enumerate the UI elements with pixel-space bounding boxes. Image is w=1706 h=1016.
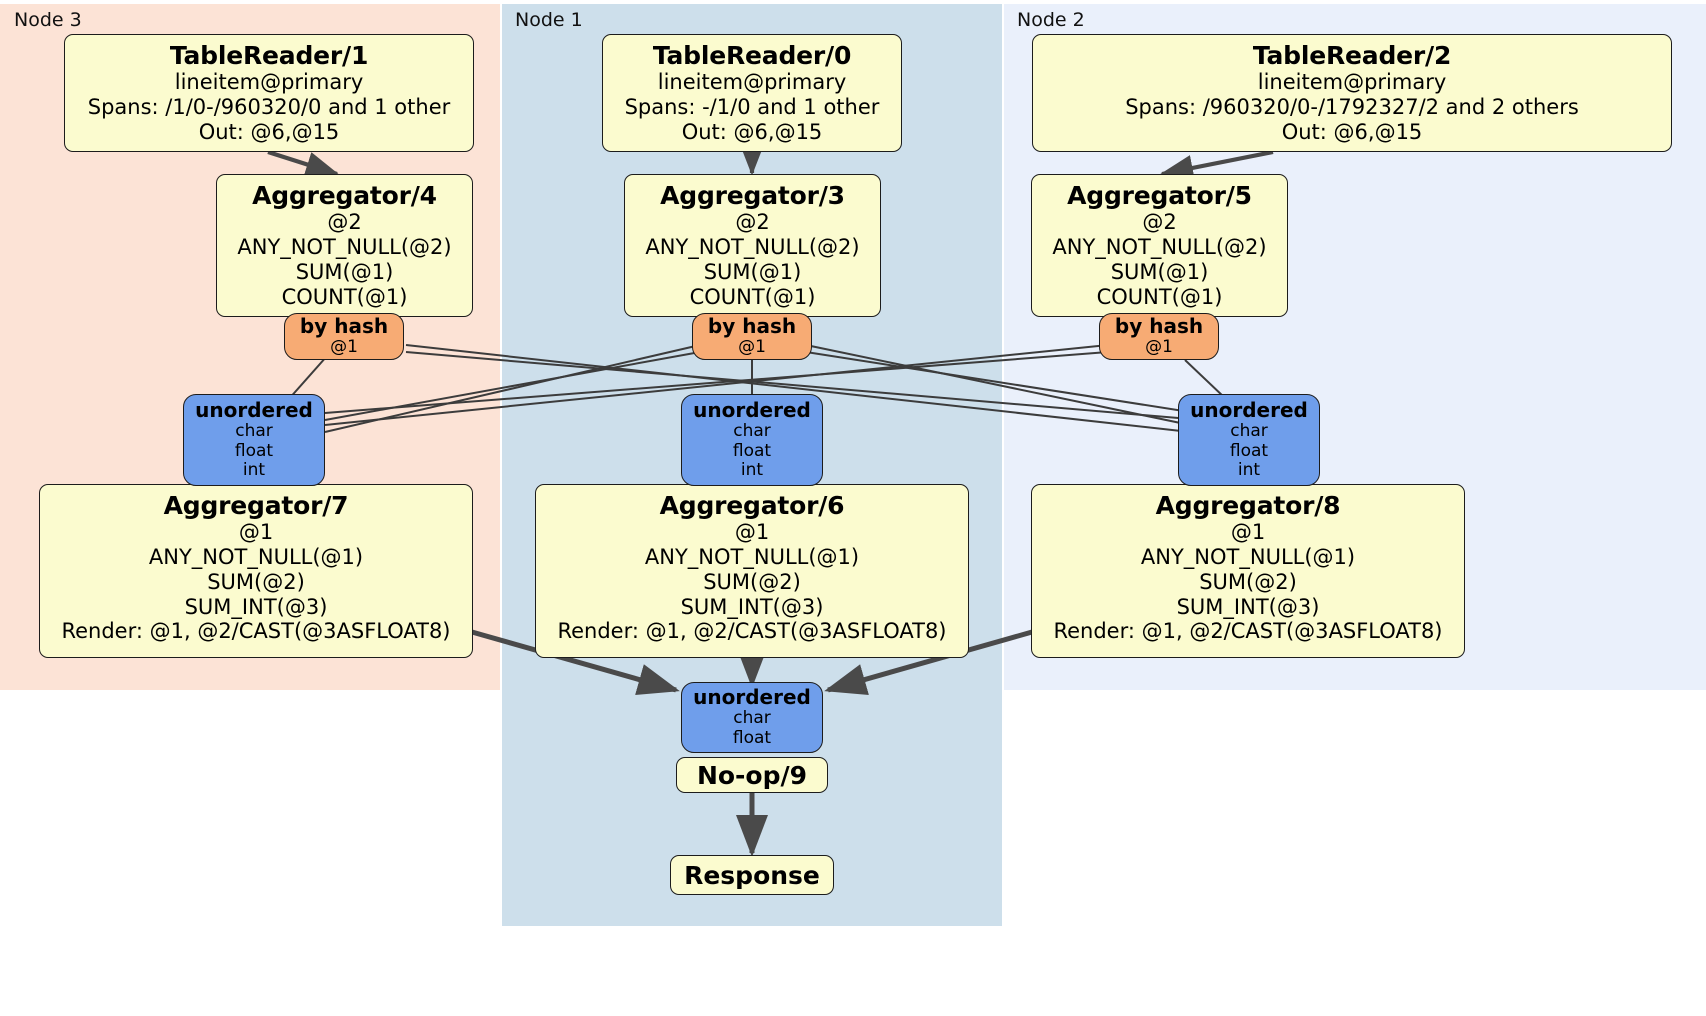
router-unordered-center[interactable]: unordered char float int [681,394,823,486]
processor-line: SUM(@2) [703,569,801,594]
processor-title: TableReader/2 [1252,41,1452,70]
router-line: float [234,440,274,461]
router-line: @1 [738,337,766,358]
processor-line: Render: @1, @2/CAST(@3ASFLOAT8) [1053,619,1443,644]
processor-tablereader-1[interactable]: TableReader/1 lineitem@primary Spans: /1… [64,34,474,152]
processor-line: COUNT(@1) [689,284,816,309]
processor-line: Out: @6,@15 [681,119,823,144]
router-line: int [242,460,266,481]
router-title: unordered [1190,397,1308,422]
router-line: char [235,420,273,441]
processor-line: @2 [1142,210,1177,235]
processor-aggregator-5[interactable]: Aggregator/5 @2 ANY_NOT_NULL(@2) SUM(@1)… [1031,174,1288,317]
processor-line: SUM(@2) [1199,569,1297,594]
processor-title: Aggregator/6 [659,491,845,520]
router-line: char [733,708,771,729]
processor-line: SUM(@1) [295,259,394,284]
processor-line: SUM(@1) [703,259,802,284]
cluster-label-node-3: Node 3 [14,9,82,31]
processor-line: Render: @1, @2/CAST(@3ASFLOAT8) [557,619,947,644]
processor-line: Out: @6,@15 [1281,119,1423,144]
router-line: char [733,420,771,441]
router-title: by hash [299,314,389,339]
cluster-label-node-1: Node 1 [515,9,583,31]
router-by-hash-center[interactable]: by hash @1 [692,313,812,360]
processor-line: Render: @1, @2/CAST(@3ASFLOAT8) [61,619,451,644]
processor-line: Spans: -/1/0 and 1 other [624,95,880,120]
processor-title: Response [684,860,820,890]
processor-line: COUNT(@1) [1096,284,1223,309]
processor-tablereader-0[interactable]: TableReader/0 lineitem@primary Spans: -/… [602,34,902,152]
processor-aggregator-7[interactable]: Aggregator/7 @1 ANY_NOT_NULL(@1) SUM(@2)… [39,484,473,658]
processor-tablereader-2[interactable]: TableReader/2 lineitem@primary Spans: /9… [1032,34,1672,152]
processor-line: Spans: /1/0-/960320/0 and 1 other [87,95,451,120]
processor-line: SUM_INT(@3) [1176,594,1320,619]
router-unordered-final[interactable]: unordered char float [681,682,823,753]
processor-line: SUM_INT(@3) [680,594,824,619]
router-line: @1 [1145,337,1173,358]
router-unordered-left[interactable]: unordered char float int [183,394,325,486]
processor-title: TableReader/1 [169,41,369,70]
processor-line: ANY_NOT_NULL(@2) [645,235,860,260]
processor-line: lineitem@primary [1257,70,1447,95]
processor-aggregator-6[interactable]: Aggregator/6 @1 ANY_NOT_NULL(@1) SUM(@2)… [535,484,969,658]
processor-title: Aggregator/3 [660,181,845,210]
router-title: by hash [707,314,797,339]
processor-line: SUM(@1) [1110,259,1209,284]
router-title: unordered [195,397,313,422]
cluster-label-node-2: Node 2 [1017,9,1085,31]
processor-line: @1 [238,520,274,545]
processor-line: Out: @6,@15 [198,119,340,144]
processor-line: @2 [735,210,770,235]
processor-line: COUNT(@1) [281,284,408,309]
processor-aggregator-3[interactable]: Aggregator/3 @2 ANY_NOT_NULL(@2) SUM(@1)… [624,174,881,317]
router-line: float [1229,440,1269,461]
processor-line: ANY_NOT_NULL(@1) [148,545,364,570]
router-title: unordered [693,397,811,422]
processor-line: ANY_NOT_NULL(@2) [237,235,452,260]
router-line: @1 [330,337,358,358]
router-line: char [1230,420,1268,441]
processor-response[interactable]: Response [670,855,834,895]
processor-line: SUM_INT(@3) [184,594,328,619]
processor-line: lineitem@primary [657,70,847,95]
processor-aggregator-4[interactable]: Aggregator/4 @2 ANY_NOT_NULL(@2) SUM(@1)… [216,174,473,317]
processor-aggregator-8[interactable]: Aggregator/8 @1 ANY_NOT_NULL(@1) SUM(@2)… [1031,484,1465,658]
processor-line: Spans: /960320/0-/1792327/2 and 2 others [1125,95,1579,120]
processor-line: @2 [327,210,362,235]
processor-line: ANY_NOT_NULL(@1) [644,545,860,570]
router-unordered-right[interactable]: unordered char float int [1178,394,1320,486]
router-title: unordered [693,685,811,710]
processor-line: @1 [1230,520,1266,545]
router-line: int [1237,460,1261,481]
processor-title: Aggregator/5 [1067,181,1252,210]
processor-line: ANY_NOT_NULL(@2) [1052,235,1267,260]
processor-title: Aggregator/4 [252,181,437,210]
router-line: float [732,440,772,461]
processor-line: @1 [734,520,770,545]
processor-line: SUM(@2) [207,569,305,594]
processor-title: Aggregator/7 [163,491,349,520]
processor-line: ANY_NOT_NULL(@1) [1140,545,1356,570]
processor-line: lineitem@primary [174,70,364,95]
router-title: by hash [1114,314,1204,339]
processor-title: TableReader/0 [652,41,852,70]
processor-title: No-op/9 [696,760,808,790]
router-line: int [740,460,764,481]
processor-title: Aggregator/8 [1155,491,1341,520]
router-by-hash-right[interactable]: by hash @1 [1099,313,1219,360]
processor-noop-9[interactable]: No-op/9 [676,757,828,793]
router-line: float [732,728,772,748]
router-by-hash-left[interactable]: by hash @1 [284,313,404,360]
